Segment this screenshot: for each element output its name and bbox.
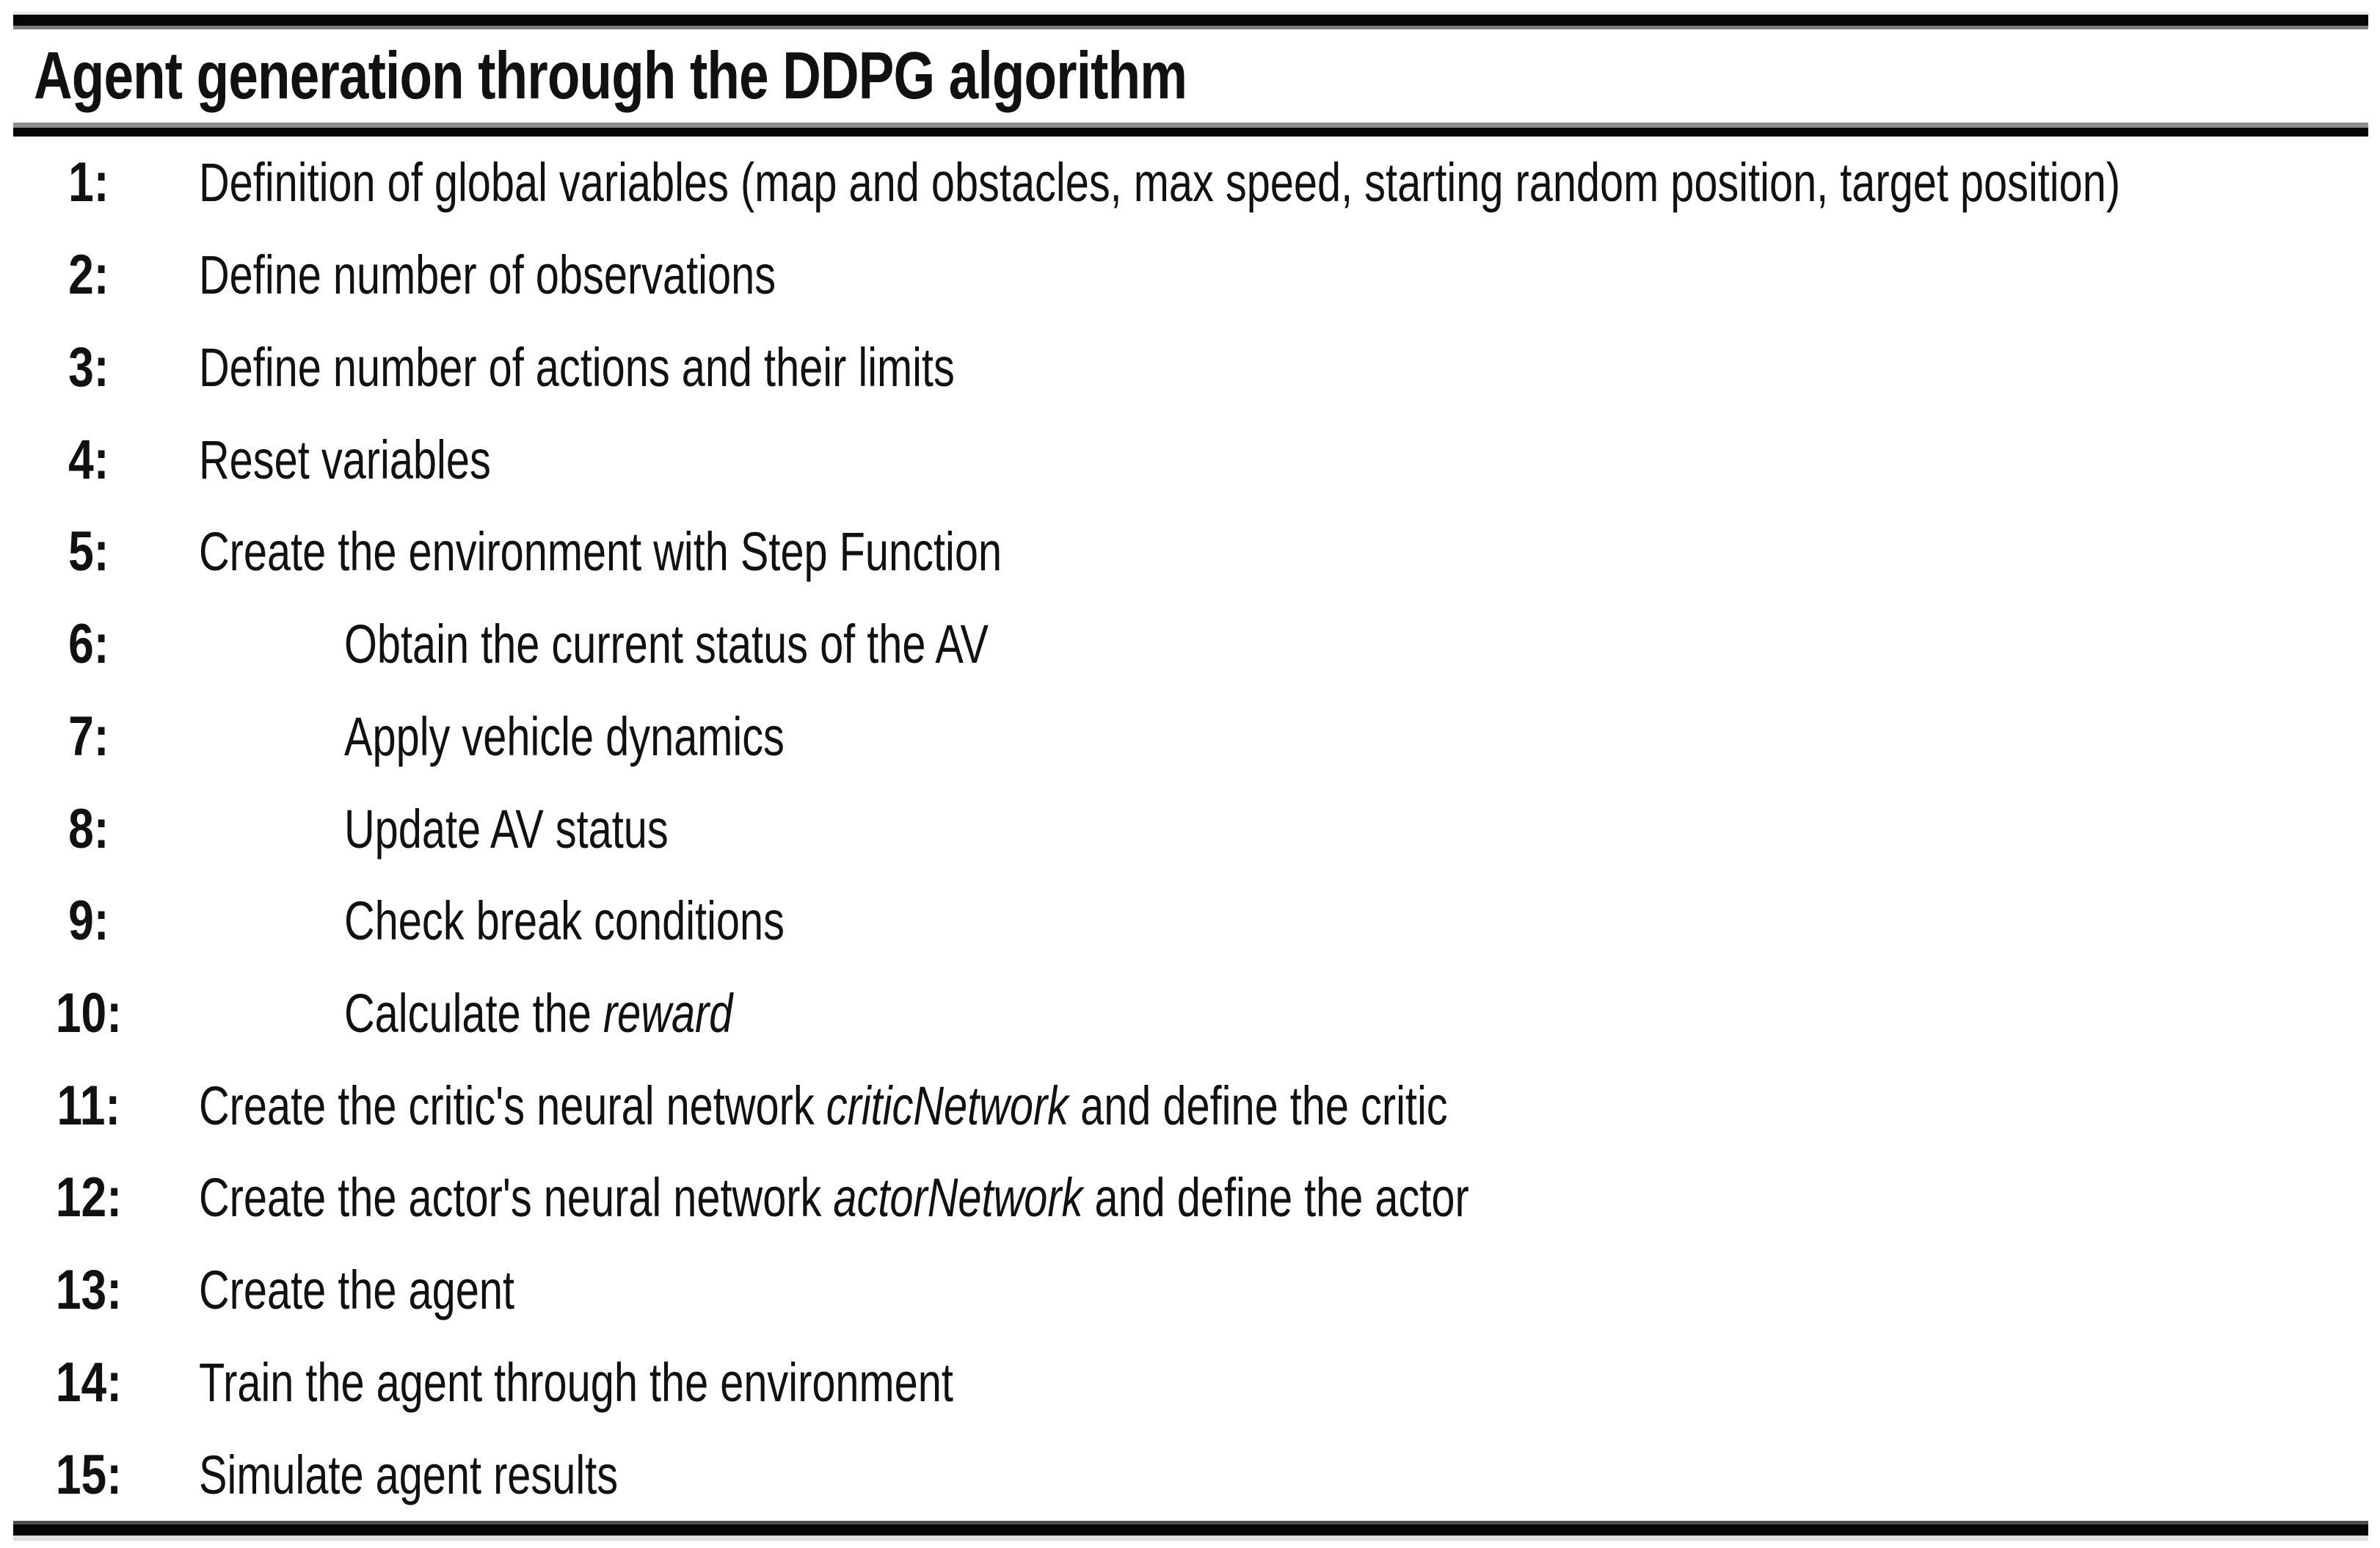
step-text: Define number of observations	[199, 244, 776, 306]
step-text: Create the agent	[199, 1260, 514, 1321]
algorithm-step-row: 9: Check break conditions	[13, 875, 2368, 967]
step-number: 8:	[68, 797, 109, 860]
step-text: Check break conditions	[344, 890, 785, 952]
step-text: Train the agent through the environment	[199, 1351, 953, 1413]
bottom-rule	[13, 1521, 2368, 1541]
algorithm-step-row: 7: Apply vehicle dynamics	[13, 690, 2368, 782]
step-text: Create the environment with Step Functio…	[199, 521, 1002, 583]
step-number: 5:	[68, 520, 109, 584]
algorithm-step-row: 13: Create the agent	[13, 1244, 2368, 1337]
step-number: 9:	[68, 890, 109, 953]
step-number: 13:	[55, 1259, 122, 1322]
step-text: Create the actor's neural network actorN…	[199, 1167, 1469, 1229]
step-number: 15:	[55, 1443, 122, 1506]
step-number: 12:	[55, 1166, 122, 1229]
step-text: Define number of actions and their limit…	[199, 336, 955, 398]
step-number: 1:	[68, 151, 109, 214]
step-number: 10:	[55, 981, 122, 1044]
top-rule-bar	[13, 15, 2368, 26]
title-separator-rule	[13, 123, 2368, 137]
step-text: Create the critic's neural network criti…	[199, 1075, 1448, 1136]
algorithm-step-row: 10: Calculate the reward	[13, 967, 2368, 1060]
bottom-rule-edge	[13, 1521, 2368, 1525]
bottom-rule-bar	[13, 1525, 2368, 1536]
top-rule	[13, 12, 2368, 29]
step-text: Obtain the current status of the AV	[344, 614, 989, 675]
algorithm-step-row: 8: Update AV status	[13, 782, 2368, 875]
step-number: 3:	[68, 335, 109, 399]
algorithm-step-row: 5: Create the environment with Step Funct…	[13, 506, 2368, 598]
algorithm-step-row: 15: Simulate agent results	[13, 1428, 2368, 1521]
step-text: Reset variables	[199, 429, 491, 490]
step-number: 2:	[68, 244, 109, 307]
algorithm-step-row: 4: Reset variables	[13, 413, 2368, 506]
algorithm-steps: 1: Definition of global variables (map an…	[13, 137, 2368, 1521]
title-band: Agent generation through the DDPG algori…	[13, 29, 2368, 123]
step-number: 11:	[57, 1074, 120, 1137]
algorithm-step-row: 3: Define number of actions and their lim…	[13, 321, 2368, 413]
step-text: Apply vehicle dynamics	[344, 705, 785, 767]
step-text: Definition of global variables (map and …	[199, 152, 2121, 214]
top-rule-shadow	[13, 26, 2368, 29]
step-text: Update AV status	[344, 798, 669, 860]
algorithm-step-row: 11: Create the critic's neural network cr…	[13, 1059, 2368, 1152]
algorithm-step-row: 6: Obtain the current status of the AV	[13, 598, 2368, 691]
step-number: 6:	[68, 613, 109, 676]
step-number: 14:	[55, 1351, 122, 1414]
algorithm-step-row: 14: Train the agent through the environme…	[13, 1337, 2368, 1429]
top-rule-edge	[13, 12, 2368, 15]
step-text: Simulate agent results	[199, 1444, 619, 1505]
step-number: 4:	[68, 428, 109, 491]
algorithm-step-row: 12: Create the actor's neural network act…	[13, 1152, 2368, 1244]
title-separator-edge	[13, 123, 2368, 128]
algorithm-title: Agent generation through the DDPG algori…	[34, 38, 1187, 113]
step-number: 7:	[68, 705, 109, 768]
algorithm-step-row: 2: Define number of observations	[13, 229, 2368, 321]
algorithm-box: Agent generation through the DDPG algori…	[13, 0, 2368, 1541]
title-separator-bar	[13, 128, 2368, 137]
algorithm-step-row: 1: Definition of global variables (map an…	[13, 137, 2368, 229]
top-margin	[13, 0, 2368, 12]
step-text: Calculate the reward	[344, 982, 733, 1044]
bottom-rule-shadow	[13, 1536, 2368, 1541]
